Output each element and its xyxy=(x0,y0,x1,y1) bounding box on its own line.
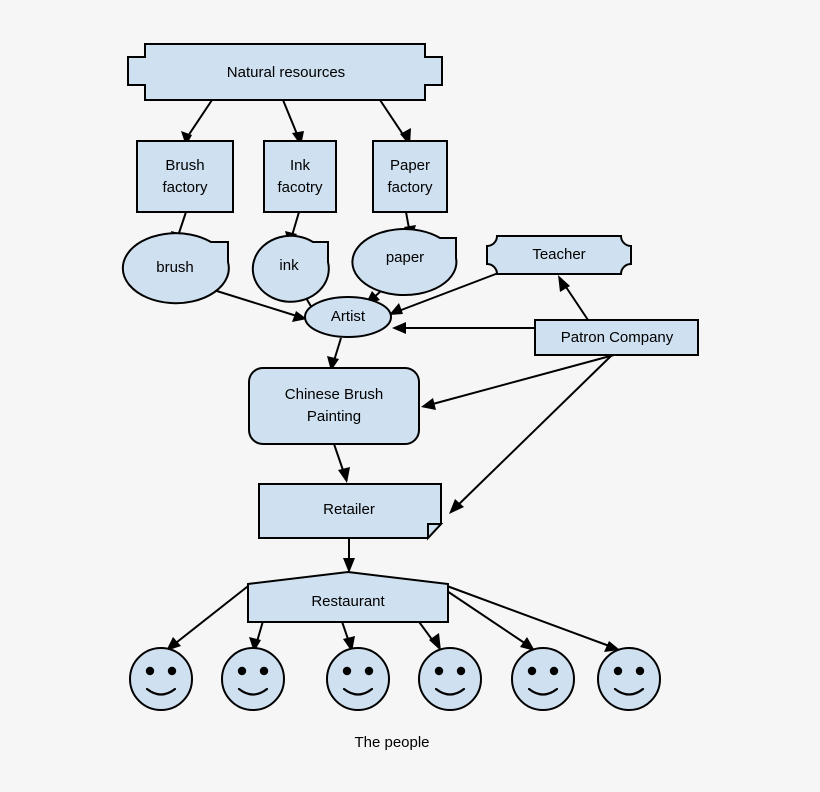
node-brush-factory-label-line2: factory xyxy=(162,179,208,196)
right-eye-icon xyxy=(549,666,559,676)
edge-teacher-to-artist xyxy=(389,271,502,315)
node-paper-label: paper xyxy=(386,249,424,266)
node-artist[interactable]: Artist xyxy=(304,296,392,338)
node-ink[interactable]: ink xyxy=(251,234,330,303)
nodes-layer: Natural resources Brush factory Ink faco… xyxy=(121,43,699,711)
node-brush-label: brush xyxy=(156,259,194,276)
node-brush-factory[interactable]: Brush factory xyxy=(136,140,234,213)
edge-retailer-to-restaurant xyxy=(343,538,355,573)
node-restaurant[interactable]: Restaurant xyxy=(247,570,449,623)
edge-restaurant-to-person-5 xyxy=(446,590,535,651)
edge-restaurant-to-person-6 xyxy=(446,585,620,652)
smile-icon xyxy=(145,687,177,696)
node-person-2[interactable] xyxy=(221,647,285,711)
node-patron-company-label: Patron Company xyxy=(561,329,674,346)
smile-icon xyxy=(237,687,269,696)
right-eye-icon xyxy=(259,666,269,676)
node-ink-label: ink xyxy=(279,257,299,274)
node-brush-factory-label-line1: Brush xyxy=(165,157,204,174)
caption-the-people: The people xyxy=(354,734,429,751)
node-brush[interactable]: brush xyxy=(121,232,230,305)
edge-patron-company-to-artist xyxy=(392,322,536,334)
node-ink-factory-label-line1: Ink xyxy=(290,157,311,174)
node-patron-company[interactable]: Patron Company xyxy=(534,319,699,356)
node-paper-factory-label-line1: Paper xyxy=(390,157,430,174)
right-eye-icon xyxy=(364,666,374,676)
edge-chinese-brush-painting-to-retailer xyxy=(333,443,350,483)
node-natural-resources[interactable]: Natural resources xyxy=(127,43,443,101)
edge-patron-company-to-chinese-brush-painting xyxy=(421,354,615,410)
left-eye-icon xyxy=(237,666,247,676)
right-eye-icon xyxy=(167,666,177,676)
node-retailer-label: Retailer xyxy=(323,501,375,518)
node-person-6[interactable] xyxy=(597,647,661,711)
node-natural-resources-label: Natural resources xyxy=(227,64,345,81)
left-eye-icon xyxy=(613,666,623,676)
right-eye-icon xyxy=(635,666,645,676)
node-teacher-label: Teacher xyxy=(532,246,585,263)
node-teacher[interactable]: Teacher xyxy=(486,235,632,275)
smile-icon xyxy=(613,687,645,696)
edge-natural-resources-to-brush-factory xyxy=(181,99,213,146)
node-retailer[interactable]: Retailer xyxy=(258,483,444,541)
node-chinese-brush-painting-label-line1: Chinese Brush xyxy=(285,386,383,403)
edge-patron-company-to-retailer xyxy=(449,354,613,514)
node-chinese-brush-painting-label-line2: Painting xyxy=(307,408,361,425)
node-artist-label: Artist xyxy=(331,308,366,325)
node-ink-factory[interactable]: Ink facotry xyxy=(263,140,337,213)
node-restaurant-label: Restaurant xyxy=(311,593,385,610)
left-eye-icon xyxy=(342,666,352,676)
right-eye-icon xyxy=(456,666,466,676)
node-person-5[interactable] xyxy=(511,647,575,711)
smile-icon xyxy=(342,687,374,696)
smile-icon xyxy=(434,687,466,696)
node-person-1[interactable] xyxy=(129,647,193,711)
node-paper-factory[interactable]: Paper factory xyxy=(372,140,448,213)
left-eye-icon xyxy=(527,666,537,676)
node-ink-factory-label-line2: facotry xyxy=(277,179,323,196)
left-eye-icon xyxy=(145,666,155,676)
smile-icon xyxy=(527,687,559,696)
edge-restaurant-to-person-1 xyxy=(166,582,253,651)
node-person-4[interactable] xyxy=(418,647,482,711)
edge-patron-company-to-teacher xyxy=(558,275,589,321)
left-eye-icon xyxy=(434,666,444,676)
node-chinese-brush-painting[interactable]: Chinese Brush Painting xyxy=(248,367,420,445)
node-paper-factory-label-line2: factory xyxy=(387,179,433,196)
node-paper[interactable]: paper xyxy=(351,228,458,297)
node-person-3[interactable] xyxy=(326,647,390,711)
